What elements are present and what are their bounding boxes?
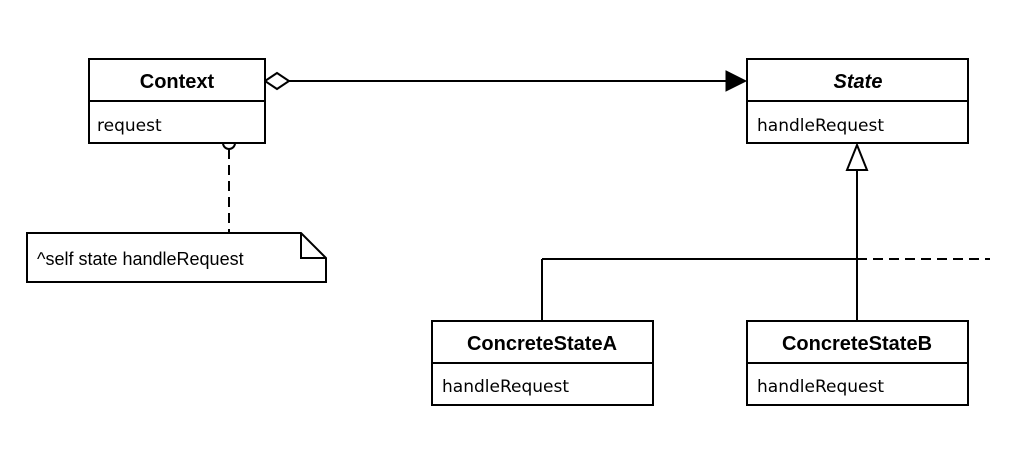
class-context-name: Context xyxy=(140,71,215,93)
class-concrete-state-b-member: handleRequest xyxy=(757,377,884,397)
navigation-arrowhead-icon xyxy=(725,70,748,92)
note[interactable]: ^self state handleRequest xyxy=(26,232,327,283)
class-concrete-state-a-member: handleRequest xyxy=(442,377,569,397)
note-folded-corner-icon xyxy=(300,233,326,259)
class-concrete-state-a-name: ConcreteStateA xyxy=(467,333,617,355)
class-state-member: handleRequest xyxy=(757,116,884,136)
aggregation-diamond-icon xyxy=(263,71,291,91)
class-concrete-state-b[interactable]: ConcreteStateB handleRequest xyxy=(746,320,969,406)
aggregation-connector xyxy=(263,70,748,92)
class-concrete-state-a[interactable]: ConcreteStateA handleRequest xyxy=(431,320,654,406)
class-concrete-state-b-name: ConcreteStateB xyxy=(782,333,932,355)
generalization-triangle-icon xyxy=(845,142,869,171)
class-state-name: State xyxy=(834,71,883,93)
note-text: ^self state handleRequest xyxy=(37,249,244,269)
note-connector xyxy=(222,136,236,233)
class-context[interactable]: Context request xyxy=(88,58,266,144)
note-box xyxy=(26,232,327,283)
generalization-connector xyxy=(541,142,990,320)
class-state[interactable]: State handleRequest xyxy=(746,58,969,144)
class-context-member: request xyxy=(97,116,162,136)
